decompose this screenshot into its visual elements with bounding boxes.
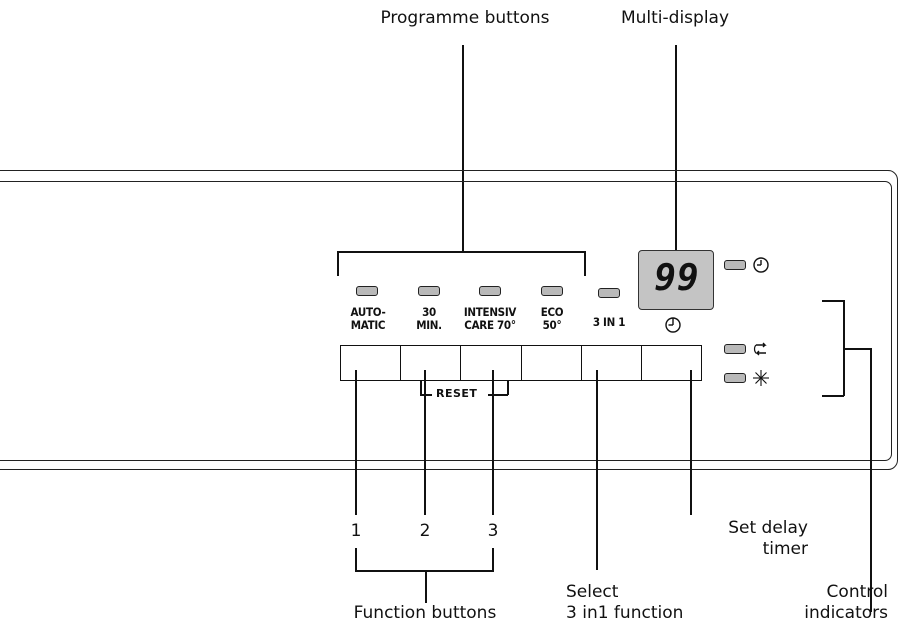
set-delay-line2: timer bbox=[762, 539, 808, 559]
function-bracket-right bbox=[492, 548, 494, 571]
three-in-one-leader bbox=[596, 370, 598, 570]
programme-buttons-callout: Programme buttons bbox=[380, 8, 550, 28]
salt-indicator-led bbox=[724, 373, 746, 383]
programme-led-intensiv bbox=[479, 286, 501, 296]
rinse-aid-icon bbox=[753, 342, 767, 356]
select-3in1-callout: Select 3 in1 function bbox=[566, 582, 683, 624]
programme-label-intensiv: INTENSIV CARE 70° bbox=[463, 305, 517, 332]
three-in-one-label: 3 IN 1 bbox=[592, 315, 626, 329]
indicator-bracket-stub bbox=[843, 348, 871, 350]
delay-timer-leader bbox=[690, 370, 692, 515]
function-button-3[interactable] bbox=[461, 346, 522, 380]
panel-outer-frame bbox=[0, 170, 898, 470]
salt-icon bbox=[753, 370, 769, 386]
function-bracket-bottom bbox=[355, 570, 494, 572]
panel-inner-frame bbox=[0, 181, 892, 461]
programme-bracket-left bbox=[337, 251, 339, 276]
eco-button[interactable] bbox=[522, 346, 582, 380]
function-bracket-stub bbox=[425, 570, 427, 603]
programme-label-30min: 30 MIN. bbox=[416, 305, 442, 332]
programme-leader-vertical bbox=[462, 45, 464, 252]
indicator-bracket-top bbox=[822, 300, 844, 302]
function-bracket-left bbox=[355, 548, 357, 571]
reset-bracket-right-tick bbox=[507, 381, 509, 395]
set-delay-line1: Set delay bbox=[728, 518, 808, 538]
button1-leader bbox=[355, 370, 357, 515]
programme-led-eco bbox=[541, 286, 563, 296]
control-indicators-line1: Control bbox=[826, 582, 888, 602]
programme-bracket-right bbox=[584, 251, 586, 276]
programme-bracket-top bbox=[337, 251, 585, 253]
indicator-bracket-bottom bbox=[822, 395, 844, 397]
select-3in1-line2: 3 in1 function bbox=[566, 603, 684, 623]
button-row bbox=[340, 345, 702, 381]
programme-led-30min bbox=[418, 286, 440, 296]
three-in-one-button[interactable] bbox=[582, 346, 642, 380]
function-number-2: 2 bbox=[419, 521, 431, 541]
function-buttons-callout: Function buttons bbox=[353, 603, 497, 623]
set-delay-callout: Set delay timer bbox=[690, 518, 808, 560]
delay-timer-icon bbox=[665, 317, 681, 333]
control-indicators-line2: indicators bbox=[804, 603, 888, 623]
multi-display-callout: Multi-display bbox=[620, 8, 730, 28]
function-button-2[interactable] bbox=[401, 346, 462, 380]
clock-indicator-led bbox=[724, 260, 746, 270]
reset-label: RESET bbox=[436, 387, 478, 400]
programme-led-automatic bbox=[356, 286, 378, 296]
function-number-3: 3 bbox=[487, 521, 499, 541]
three-in-one-led bbox=[598, 288, 620, 298]
reset-bracket-left-tick bbox=[420, 381, 422, 395]
reset-bracket-right bbox=[488, 394, 508, 396]
function-button-1[interactable] bbox=[341, 346, 402, 380]
programme-label-automatic: AUTO- MATIC bbox=[350, 305, 386, 332]
display-digits: 99 bbox=[654, 258, 700, 299]
multi-display: 99 bbox=[638, 250, 714, 310]
reset-bracket-left bbox=[420, 394, 432, 396]
control-indicators-callout: Control indicators bbox=[770, 582, 888, 624]
programme-label-eco: ECO 50° bbox=[540, 305, 564, 332]
rinse-aid-indicator-led bbox=[724, 344, 746, 354]
select-3in1-line1: Select bbox=[566, 582, 619, 602]
function-number-1: 1 bbox=[350, 521, 362, 541]
clock-icon bbox=[753, 257, 769, 273]
button2-leader bbox=[424, 370, 426, 515]
display-leader bbox=[675, 45, 677, 251]
button3-leader bbox=[492, 370, 494, 515]
delay-timer-button[interactable] bbox=[642, 346, 701, 380]
indicator-leader bbox=[870, 348, 872, 612]
